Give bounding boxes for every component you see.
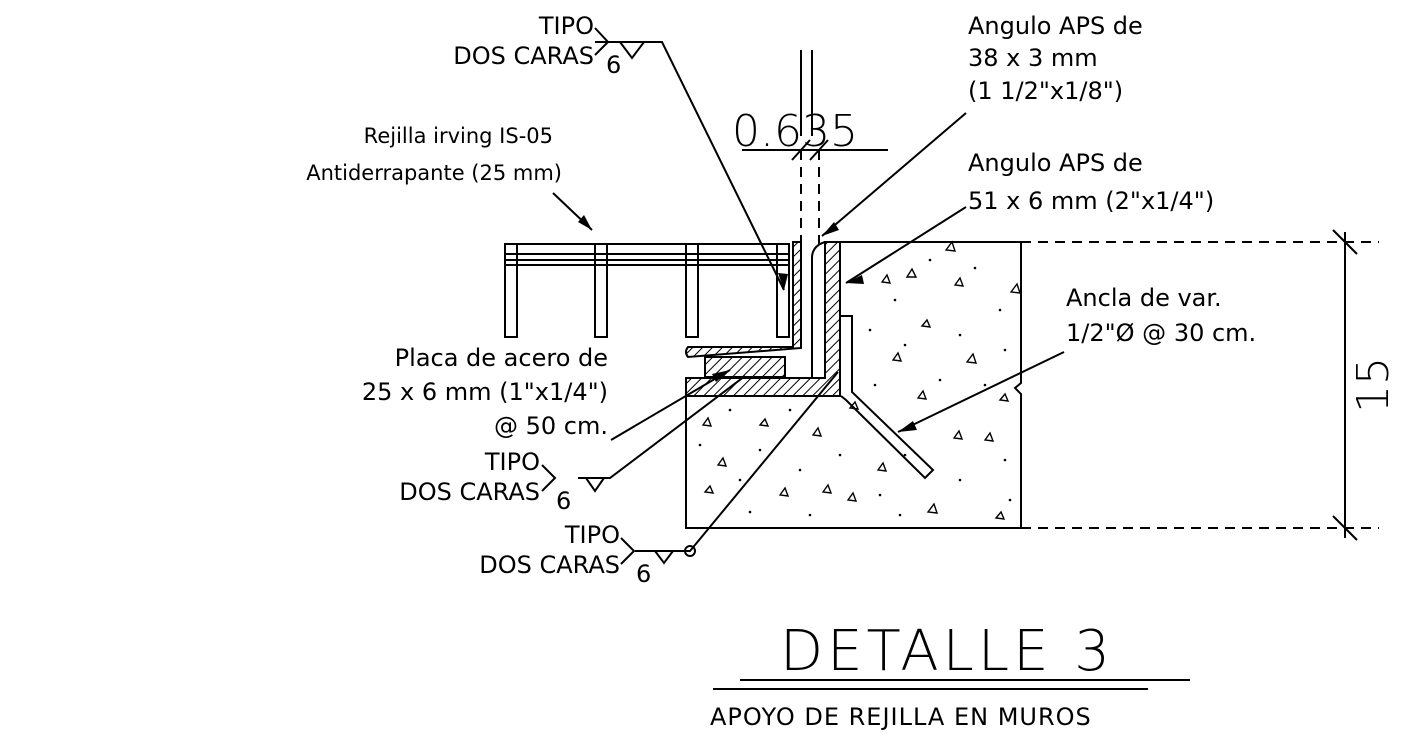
dimension-gap: 0.635	[732, 50, 888, 244]
small-angle-line1: Angulo APS de	[968, 12, 1143, 40]
large-angle-line2: 51 x 6 mm (2"x1/4")	[968, 187, 1214, 215]
detail-title: DETALLE 3	[780, 619, 1114, 684]
weld-top-line1: TIPO	[538, 12, 594, 40]
anchor-bar	[840, 315, 935, 480]
small-angle	[685, 241, 802, 359]
anchor-line2: 1/2"Ø @ 30 cm.	[1066, 319, 1256, 347]
plate-line1: Placa de acero de	[395, 344, 608, 372]
concrete-aggregate	[701, 240, 1022, 520]
weld-mid-line1: TIPO	[484, 448, 540, 476]
plate-line3: @ 50 cm.	[494, 412, 608, 440]
concrete-dots	[698, 258, 1012, 517]
weld-bot-size: 6	[636, 560, 651, 588]
large-angle-line1: Angulo APS de	[968, 149, 1143, 177]
small-angle-line3: (1 1/2"x1/8")	[968, 77, 1123, 105]
weld-top-line2: DOS CARAS	[453, 42, 594, 70]
weld-bot-line1: TIPO	[564, 521, 620, 549]
grating-line2: Antiderrapante (25 mm)	[306, 161, 562, 185]
plate-line2: 25 x 6 mm (1"x1/4")	[362, 378, 608, 406]
height-dimension: 15	[1348, 357, 1399, 413]
grating	[504, 243, 790, 338]
arrowheads	[578, 215, 917, 432]
dimension-height: 15	[1021, 229, 1399, 541]
detail-subtitle: APOYO DE REJILLA EN MUROS	[710, 703, 1092, 731]
weld-top-size: 6	[606, 51, 621, 79]
weld-mid-size: 6	[556, 487, 571, 515]
grating-line1: Rejilla irving IS-05	[364, 124, 553, 148]
gap-dimension: 0.635	[732, 106, 858, 157]
weld-mid-line2: DOS CARAS	[399, 478, 540, 506]
small-angle-line2: 38 x 3 mm	[968, 44, 1098, 72]
anchor-line1: Ancla de var.	[1066, 284, 1222, 312]
title-block: DETALLE 3 APOYO DE REJILLA EN MUROS	[710, 619, 1190, 731]
weld-bot-line2: DOS CARAS	[479, 551, 620, 579]
